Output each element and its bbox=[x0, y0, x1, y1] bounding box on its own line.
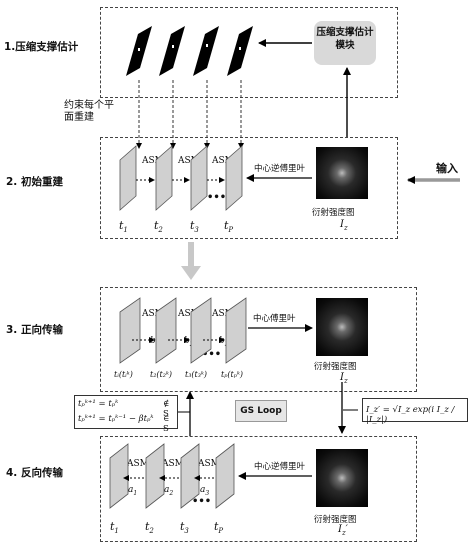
diffraction-label-4: 衍射强度图 bbox=[314, 515, 357, 525]
constraint-note: 约束每个平面重建 bbox=[64, 100, 114, 123]
update-rule-line1: tₚᵏ⁺¹ = tₚᵏ bbox=[78, 399, 119, 409]
a3-label-4: a3 bbox=[200, 485, 210, 497]
stage2-panel bbox=[100, 137, 398, 239]
asm-label-3a: ASM bbox=[142, 309, 164, 319]
asm-label-2a: ASM bbox=[142, 156, 164, 166]
a2-label-4: a2 bbox=[164, 485, 174, 497]
tp-label-2: tP bbox=[224, 219, 234, 235]
ellipsis-4: ••• bbox=[192, 496, 212, 507]
t2-label-2: t2 bbox=[154, 219, 163, 235]
input-label: 输入 bbox=[436, 162, 458, 175]
stage4-panel bbox=[100, 436, 417, 542]
gs-loop-box: GS Loop bbox=[235, 400, 287, 422]
stage2-label: 2. 初始重建 bbox=[6, 176, 63, 188]
asm-label-3b: ASM bbox=[178, 309, 200, 319]
t2-label-3: t₂(t₂ᵏ) bbox=[150, 370, 173, 379]
ellipsis-3: ••• bbox=[202, 349, 222, 360]
amplitude-replace-formula: I_z′ = √I_z exp(i I_z / |I_z|) bbox=[362, 398, 468, 425]
diffraction-image-stage3 bbox=[316, 298, 368, 356]
diffraction-label-2: 衍射强度图 bbox=[312, 208, 355, 218]
iz-label-3: Iz bbox=[340, 372, 348, 385]
asm-label-4c: ASM bbox=[198, 459, 220, 469]
a1-label-4: a1 bbox=[128, 485, 138, 497]
t1-label-3: tᵢ(tᵢᵏ) bbox=[114, 370, 133, 379]
update-rule-line2: tₚᵏ⁺¹ = tₚᵏ⁻¹ − βtₚᵏ bbox=[78, 414, 154, 424]
t3-label-2: t3 bbox=[190, 219, 199, 235]
asm-label-4b: ASM bbox=[162, 459, 184, 469]
ifft-label-2: 中心逆傅里叶 bbox=[254, 164, 306, 174]
stage1-label: 1.压缩支撑估计 bbox=[4, 41, 79, 53]
diffraction-image-stage2 bbox=[316, 147, 368, 199]
support-estimator-module: 压缩支撑估计模块 bbox=[314, 21, 376, 65]
update-rule-formula: tₚᵏ⁺¹ = tₚᵏ ∉ S tₚᵏ⁺¹ = tₚᵏ⁻¹ − βtₚᵏ ∈ S bbox=[74, 395, 178, 434]
update-rule-cond1: ∉ S bbox=[163, 399, 170, 419]
ifft-label-4: 中心逆傅里叶 bbox=[254, 462, 306, 472]
update-rule-cond2: ∈ S bbox=[163, 414, 170, 434]
asm-label-3c: ASM bbox=[212, 309, 234, 319]
stage1-panel bbox=[100, 7, 398, 98]
diffraction-label-3: 衍射强度图 bbox=[314, 362, 357, 372]
t1-label-2: t1 bbox=[119, 219, 128, 235]
ellipsis-2: ••• bbox=[207, 192, 227, 203]
stage3-label: 3. 正向传输 bbox=[6, 324, 63, 336]
t3-label-3: t₃(t₃ᵏ) bbox=[185, 370, 208, 379]
stage2-to-stage3-arrow bbox=[181, 242, 201, 280]
stage3-panel bbox=[100, 287, 417, 392]
tp-label-3: tₚ(tₚᵏ) bbox=[221, 370, 243, 379]
asm-label-2b: ASM bbox=[178, 156, 200, 166]
diffraction-image-stage4 bbox=[316, 449, 368, 507]
iz-prime-label-4: Iz′ bbox=[338, 524, 348, 537]
t3-label-4: t3 bbox=[180, 520, 189, 536]
asm-label-4a: ASM bbox=[127, 459, 149, 469]
tp-label-4: tP bbox=[214, 520, 224, 536]
support-planes bbox=[126, 26, 253, 76]
asm-label-2c: ASM bbox=[212, 156, 234, 166]
fft-label-3: 中心傅里叶 bbox=[253, 314, 296, 324]
t1-label-4: t1 bbox=[110, 520, 119, 536]
iz-label-2: Iz bbox=[340, 219, 348, 232]
t2-label-4: t2 bbox=[145, 520, 154, 536]
stage4-label: 4. 反向传输 bbox=[6, 467, 63, 479]
